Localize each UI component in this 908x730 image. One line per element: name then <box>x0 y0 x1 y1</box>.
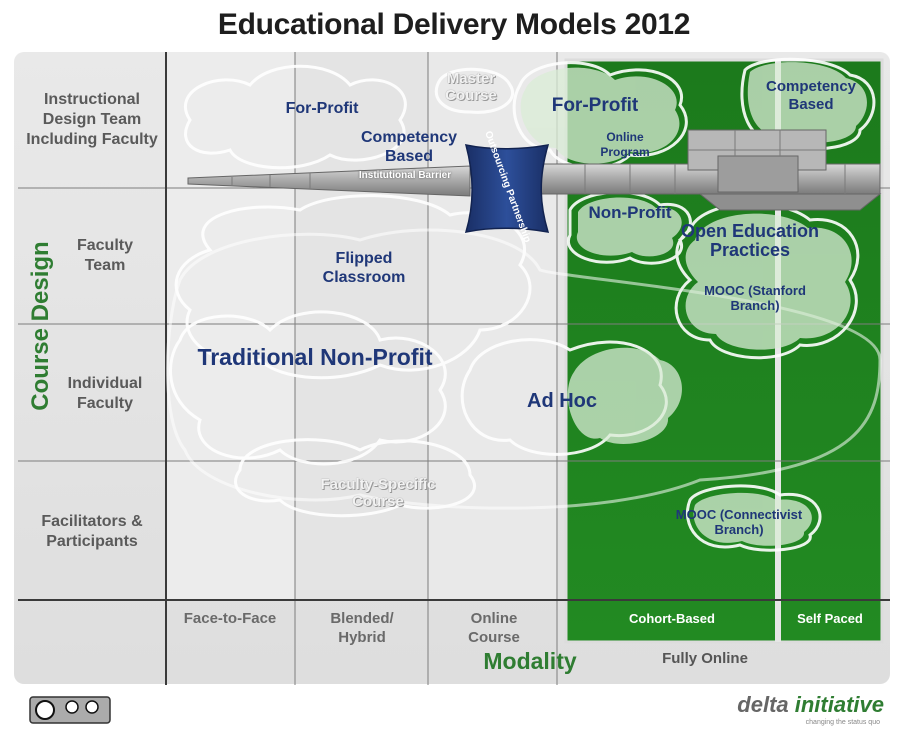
label-mooc-connectivist: MOOC (Connectivist Branch) <box>675 507 803 537</box>
institutional-barrier-beam <box>187 129 882 211</box>
label-for-profit-right: For-Profit <box>551 95 639 116</box>
row-label-faculty-team: Faculty Team <box>76 237 133 274</box>
label-for-profit-left: For-Profit <box>285 100 359 117</box>
label-ad-hoc: Ad Hoc <box>527 390 597 412</box>
label-institutional-barrier: Institutional Barrier <box>358 170 452 181</box>
brand-light: initiative <box>788 692 884 717</box>
cloud-fills <box>520 62 867 546</box>
cc-license-badge <box>29 696 111 724</box>
label-flipped-classroom: Flipped Classroom <box>322 250 406 286</box>
label-non-profit: Non-Profit <box>588 203 672 222</box>
label-competency-based-right: Competency Based <box>765 78 857 113</box>
brand-logo: delta initiative <box>704 692 884 718</box>
col-label-cohort-based: Cohort-Based <box>629 611 715 626</box>
label-competency-based-left: Competency Based <box>360 129 458 165</box>
x-axis-label: Modality <box>483 648 577 674</box>
brand-bold: delta <box>737 692 789 717</box>
fully-online-label: Fully Online <box>662 650 748 667</box>
y-axis-label: Course Design <box>27 241 54 411</box>
label-master-course: Master Course <box>445 70 497 104</box>
cloud-outlines <box>166 57 882 552</box>
label-faculty-specific-course: Faculty-Specific Course <box>320 476 436 510</box>
label-online-program: Online Program <box>600 130 650 159</box>
row-label-instructional-design: Instructional Design Team Including Facu… <box>26 91 158 148</box>
diagram-title: Educational Delivery Models 2012 <box>217 8 691 41</box>
col-label-face-to-face: Face-to-Face <box>183 610 277 627</box>
col-label-online-course: Online Course <box>468 610 520 646</box>
label-traditional-non-profit: Traditional Non-Profit <box>197 344 433 370</box>
col-label-blended: Blended/ Hybrid <box>330 610 394 646</box>
col-strip-blended <box>295 52 428 600</box>
row-label-facilitators: Facilitators & Participants <box>41 513 143 550</box>
col-label-self-paced: Self Paced <box>797 611 863 626</box>
outsourcing-block <box>464 144 550 233</box>
label-mooc-stanford: MOOC (Stanford Branch) <box>704 283 806 313</box>
brand-tagline: changing the status quo <box>805 719 880 726</box>
row-label-individual-faculty: Individual Faculty <box>67 375 143 412</box>
label-open-education-practices: Open Education Practices <box>680 221 819 260</box>
